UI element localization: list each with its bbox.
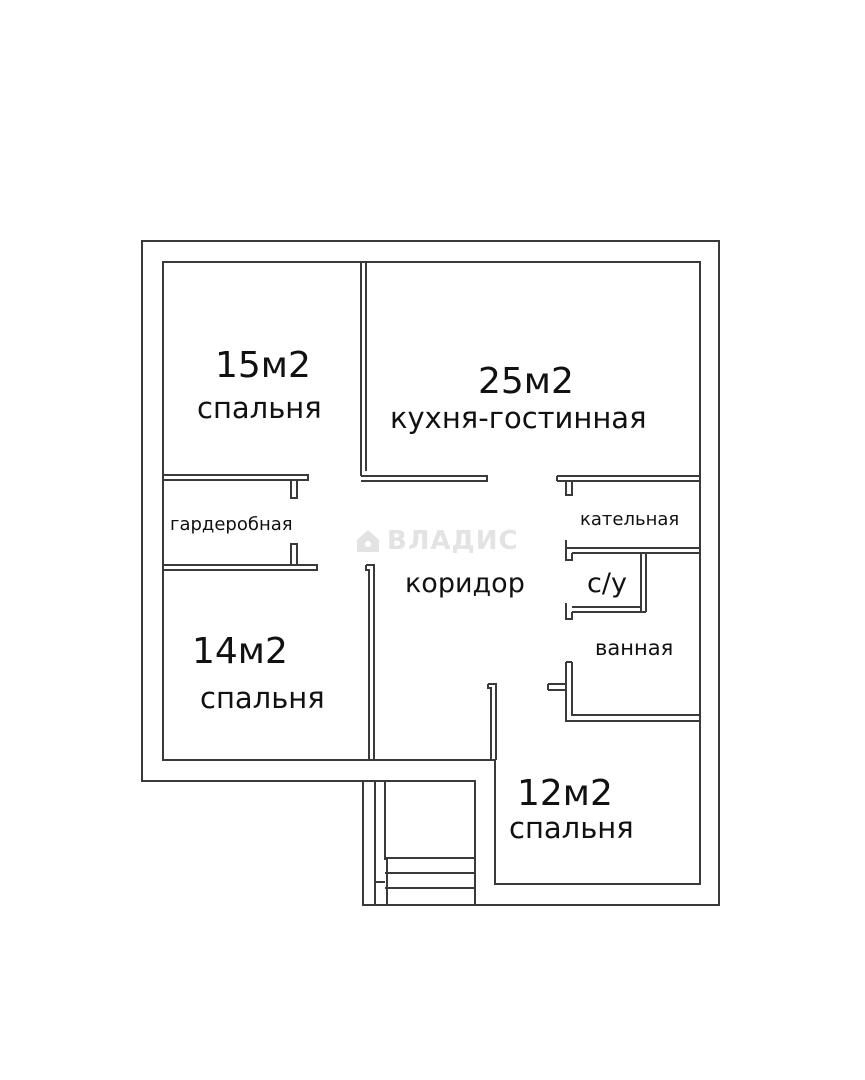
wall-wardrobe-top [163, 474, 309, 499]
watermark-text: ВЛАДИС [387, 526, 519, 556]
room-area-kitchen-living: 25м2 [478, 361, 574, 402]
house-logo-icon [357, 530, 379, 552]
room-area-bedroom-12: 12м2 [517, 773, 613, 814]
room-name-wardrobe: гардеробная [170, 514, 293, 535]
stairs [375, 857, 475, 905]
outer-wall [141, 240, 720, 906]
wall-kitchen-bottom-right [556, 475, 700, 496]
wall-wardrobe-bottom [163, 543, 318, 571]
wall-15-kitchen [360, 262, 367, 476]
watermark: ВЛАДИС [355, 526, 519, 556]
room-name-bedroom-15: спальня [197, 391, 322, 425]
wall-kitchen-bottom-left [361, 475, 488, 482]
wall-14-right [365, 564, 375, 760]
room-name-bedroom-12: спальня [509, 811, 634, 845]
room-name-bathroom: ванная [595, 636, 674, 660]
wall-boiler-bottom [565, 540, 700, 561]
wall-corridor-12 [487, 683, 497, 760]
room-name-corridor: коридор [405, 568, 525, 599]
porch-outline [363, 780, 476, 905]
porch-wall [374, 781, 386, 905]
room-area-bedroom-14: 14м2 [192, 631, 288, 672]
inner-perimeter [162, 261, 701, 885]
room-name-kitchen-living: кухня-гостинная [390, 401, 647, 435]
room-name-wc: с/у [587, 568, 627, 599]
room-name-bedroom-14: спальня [200, 681, 325, 715]
room-name-boiler: кательная [580, 509, 680, 530]
room-area-bedroom-15: 15м2 [215, 345, 311, 386]
wall-bathroom [547, 661, 700, 722]
wall-wc [565, 553, 647, 620]
